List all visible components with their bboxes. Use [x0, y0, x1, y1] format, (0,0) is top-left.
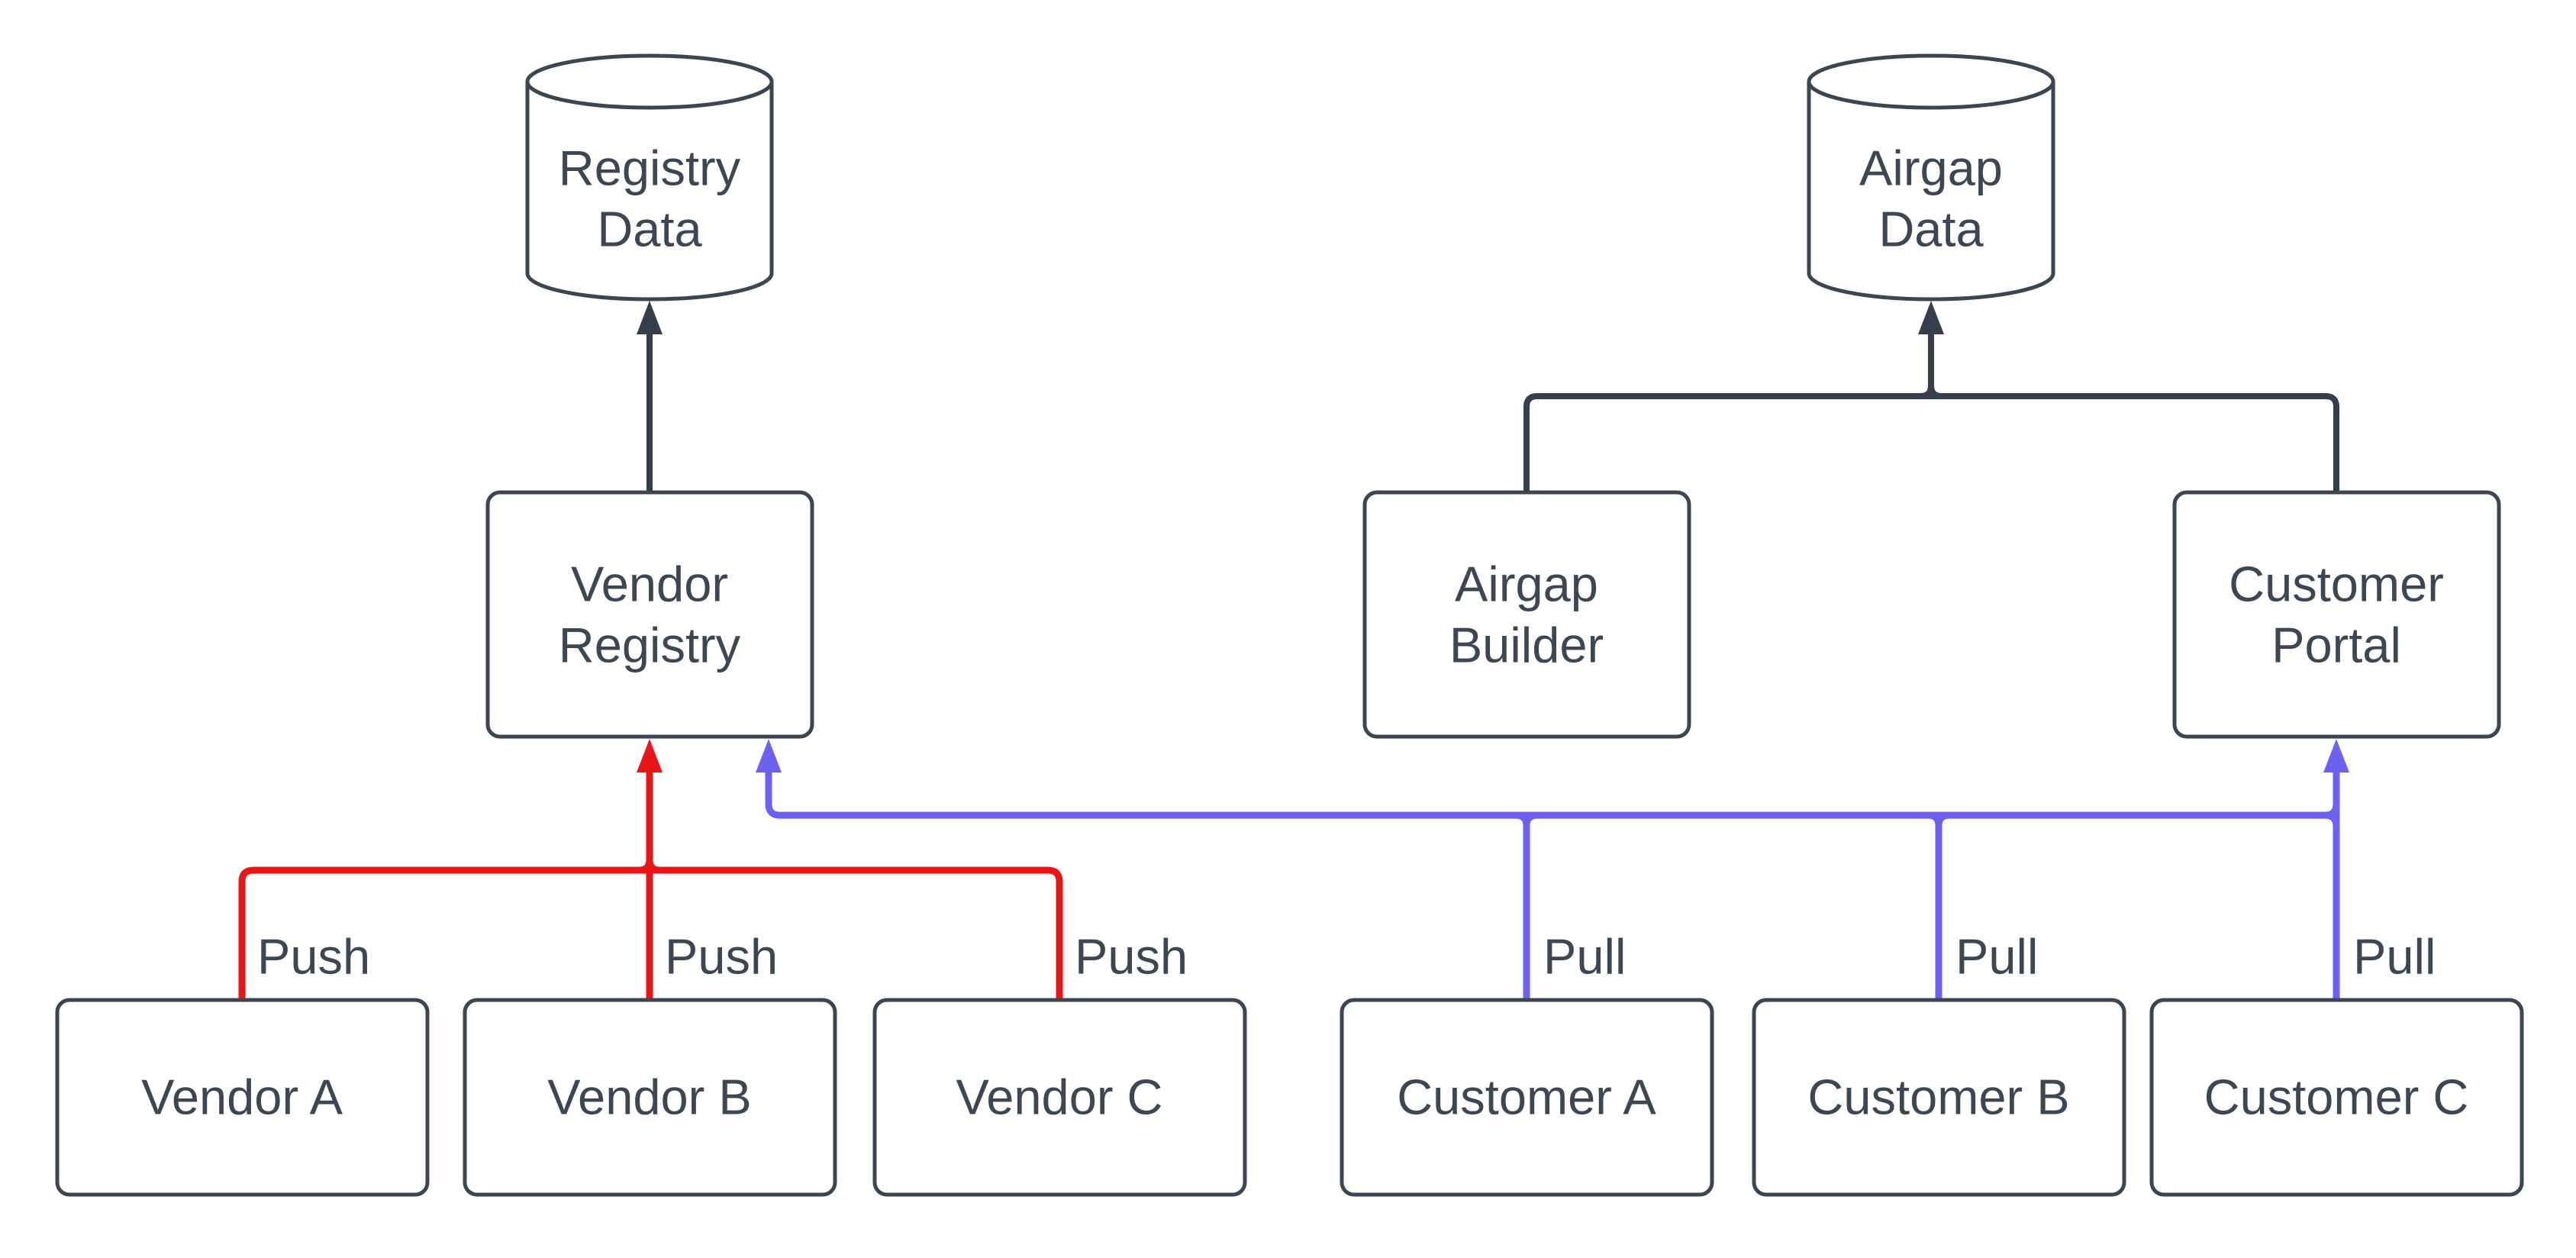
node-label: Vendor A — [141, 1069, 343, 1125]
node-label: Airgap — [1859, 140, 2003, 196]
cylinder-icon — [1807, 53, 2055, 302]
node-label: Builder — [1449, 618, 1604, 673]
edge-pull-bus — [756, 739, 2349, 1000]
node-vendor-b: Vendor B — [463, 998, 837, 1197]
arrow-up-icon — [2323, 739, 2349, 773]
node-box — [2149, 998, 2524, 1197]
edge-junction-fillet — [2324, 803, 2340, 827]
node-box — [1752, 998, 2126, 1197]
cylinder-rim — [1807, 81, 2055, 110]
node-vendor-registry: Vendor Registry — [485, 490, 814, 739]
node-box — [872, 998, 1247, 1197]
node-customer-portal: Customer Portal — [2172, 490, 2501, 739]
cylinder-rim — [525, 81, 774, 110]
arrow-up-icon — [637, 739, 663, 773]
node-label: Customer C — [2204, 1069, 2469, 1125]
node-label: Customer — [2229, 556, 2444, 612]
edge-label-push-vendor-c: Push — [1075, 929, 1188, 985]
node-box — [1340, 998, 1714, 1197]
edge-label-push-vendor-a: Push — [257, 929, 370, 985]
node-box — [2172, 490, 2501, 739]
node-airgap-builder: Airgap Builder — [1362, 490, 1691, 739]
edge-label-pull-customer-c: Pull — [2353, 929, 2436, 985]
node-airgap-data: Airgap Data — [1807, 53, 2055, 302]
node-vendor-a: Vendor A — [55, 998, 430, 1197]
node-label: Data — [1878, 202, 1984, 257]
arrow-up-icon — [756, 739, 782, 773]
edge-line — [765, 769, 2336, 819]
node-label: Data — [597, 202, 702, 257]
node-box — [1362, 490, 1691, 739]
edge-line — [1523, 393, 2339, 492]
node-label: Customer A — [1397, 1069, 1656, 1125]
arrow-up-icon — [637, 301, 663, 334]
node-label: Portal — [2271, 618, 2401, 673]
node-customer-a: Customer A — [1340, 998, 1714, 1197]
edge-builder-and-portal-to-airgap-data — [1523, 301, 2339, 492]
node-box — [463, 998, 837, 1197]
edge-junction-fillet — [1515, 811, 1538, 827]
edge-junction-fillet — [638, 859, 661, 874]
node-customer-c: Customer C — [2149, 998, 2524, 1197]
cylinder-icon — [525, 53, 774, 302]
arrow-up-icon — [1918, 301, 1944, 334]
node-box — [485, 490, 814, 739]
node-label: Customer B — [1807, 1069, 2069, 1125]
node-registry-data: Registry Data — [525, 53, 774, 302]
edge-push-bus — [238, 739, 1063, 1000]
node-label: Airgap — [1455, 556, 1598, 612]
node-label: Vendor — [571, 556, 728, 612]
node-label: Registry — [559, 140, 741, 196]
node-label: Vendor B — [547, 1069, 751, 1125]
node-customer-b: Customer B — [1752, 998, 2126, 1197]
node-vendor-c: Vendor C — [872, 998, 1247, 1197]
edge-label-pull-customer-b: Pull — [1955, 929, 2038, 985]
node-label: Registry — [559, 618, 741, 673]
edge-vendor-registry-to-registry-data — [637, 301, 663, 492]
node-label: Vendor C — [956, 1069, 1162, 1125]
edge-junction-fillet — [1927, 811, 1950, 827]
edge-label-push-vendor-b: Push — [665, 929, 778, 985]
node-box — [55, 998, 430, 1197]
edge-label-pull-customer-a: Pull — [1543, 929, 1626, 985]
